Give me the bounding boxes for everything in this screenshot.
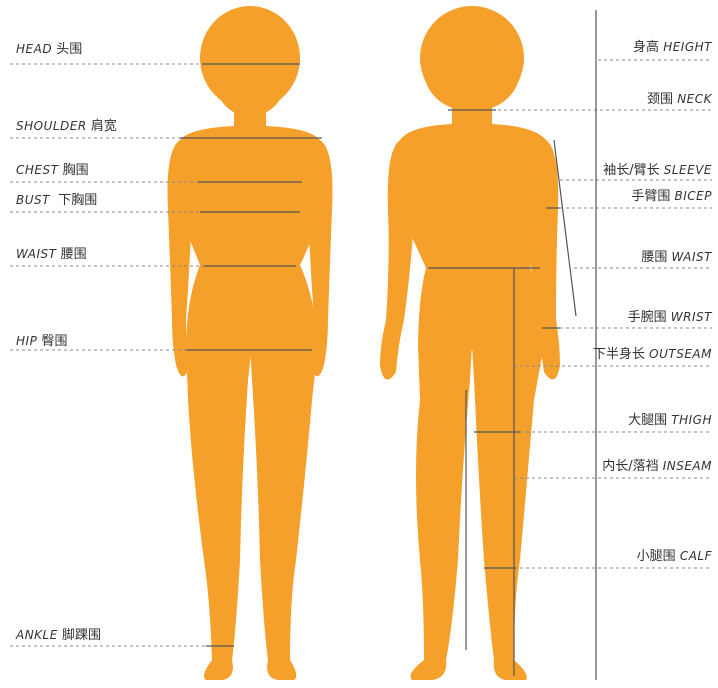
label-bicep: 手臂围 BICEP [631,189,712,204]
back-measure-lines [428,10,597,680]
label-thigh: 大腿围 THIGH [628,413,712,428]
label-waist-back: 腰围 WAIST [641,250,712,265]
label-shoulder: SHOULDER 肩宽 [16,119,117,134]
label-ankle: ANKLE 脚踝围 [16,628,101,643]
label-sleeve: 袖长/臂长 SLEEVE [603,163,712,178]
label-head: HEAD 头围 [16,42,83,57]
front-measure-lines [180,63,322,647]
right-dashed-guides [450,59,712,569]
label-chest: CHEST 胸围 [16,163,89,178]
label-inseam: 内长/落裆 INSEAM [602,459,712,474]
label-hip: HIP 臀围 [16,334,68,349]
back-figure [380,6,560,680]
label-outseam: 下半身长 OUTSEAM [593,347,712,362]
label-calf: 小腿围 CALF [636,549,712,564]
label-bust: BUST 下胸围 [16,193,98,208]
label-wrist: 手腕围 WRIST [627,310,712,325]
front-figure [167,6,333,680]
label-height: 身高 HEIGHT [633,40,712,55]
label-waist-front: WAIST 腰围 [16,247,87,262]
label-neck: 颈围 NECK [647,92,712,107]
